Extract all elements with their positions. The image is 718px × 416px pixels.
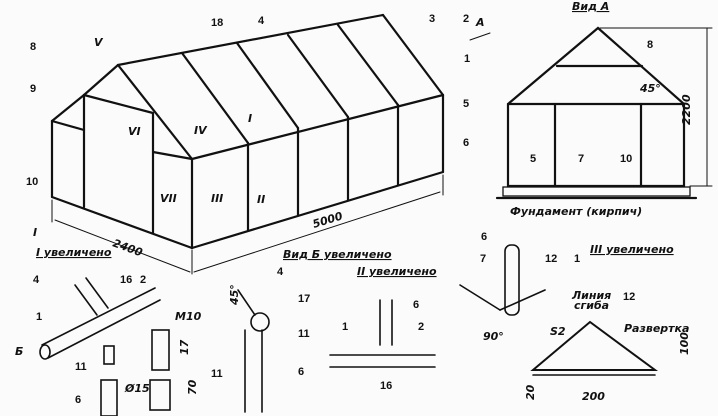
detail-i-16: 16 — [120, 274, 132, 286]
fold-line-label-1: Линия — [571, 289, 611, 302]
view-a-label-10: 10 — [620, 153, 632, 165]
detail-i-4: 4 — [33, 274, 40, 286]
label-8: 8 — [30, 41, 36, 53]
dim-70: 70 — [186, 379, 199, 395]
fold-line-label-2: сгиба — [574, 299, 609, 312]
label-I: I — [248, 112, 252, 125]
dim-m10: M10 — [175, 310, 202, 323]
label-10: 10 — [26, 176, 38, 188]
label-IV: IV — [194, 124, 208, 137]
view-a-dims — [599, 27, 713, 187]
detail-iii-12: 12 — [545, 253, 557, 265]
label-V: V — [94, 36, 104, 49]
dim-d15: Ø15 — [124, 382, 150, 395]
detail-ii-1: 1 — [342, 321, 348, 333]
detail-i-1: 1 — [36, 311, 42, 323]
view-a-label-7: 7 — [578, 153, 584, 165]
label-1: 1 — [464, 53, 470, 65]
detail-i-2: 2 — [140, 274, 146, 286]
view-a-angle: 45° — [639, 82, 661, 95]
view-a-label-5: 5 — [530, 153, 536, 165]
view-a-frame — [495, 26, 698, 200]
label-VII: VII — [160, 192, 177, 205]
part-12-label: 12 — [623, 291, 635, 303]
greenhouse-frame — [50, 13, 445, 250]
dim-20: 20 — [524, 384, 537, 400]
dimension-lines — [51, 32, 491, 275]
dim-17: 17 — [178, 339, 191, 355]
unfold-label: Развертка — [624, 322, 689, 335]
label-3: 3 — [429, 13, 435, 25]
label-18: 18 — [211, 17, 223, 29]
label-VI: VI — [128, 125, 141, 138]
view-a-label-8: 8 — [647, 39, 653, 51]
detail-iii-1: 1 — [574, 253, 580, 265]
arrow-b: Б — [15, 345, 23, 358]
detail-ii-2: 2 — [418, 321, 424, 333]
dim-200: 200 — [582, 390, 605, 403]
label-6: 6 — [463, 137, 469, 149]
detail-i-drawing — [39, 244, 659, 416]
view-b-17: 17 — [298, 293, 310, 305]
foundation-label: Фундамент (кирпич) — [510, 205, 642, 218]
view-a-height: 2200 — [680, 94, 693, 125]
arrow-A: A — [475, 16, 485, 29]
dim-5000: 5000 — [311, 209, 344, 230]
detail-i-11: 11 — [75, 361, 87, 373]
dim-2400: 2400 — [111, 237, 145, 260]
view-b-4: 4 — [277, 266, 284, 278]
label-5: 5 — [463, 98, 469, 110]
view-a-title: Вид А — [572, 0, 609, 13]
view-b-6: 6 — [298, 366, 304, 378]
label-4: 4 — [258, 15, 265, 27]
detail-ii-title: II увеличено — [357, 265, 437, 278]
view-b-title: Вид Б увеличено — [283, 248, 392, 261]
view-b-11: 11 — [298, 328, 310, 340]
label-I-bottom: I — [33, 226, 37, 239]
detail-ii-6: 6 — [413, 299, 419, 311]
detail-iii-6: 6 — [481, 231, 487, 243]
label-III: III — [211, 192, 223, 205]
detail-iii-angle: 90° — [483, 330, 504, 343]
view-b-angle: 45° — [228, 284, 241, 306]
detail-ii-16: 16 — [380, 380, 392, 392]
label-2: 2 — [463, 13, 469, 25]
detail-i-11b: 11 — [211, 368, 223, 380]
label-9: 9 — [30, 83, 36, 95]
thickness-label: S2 — [550, 325, 566, 338]
label-II: II — [257, 193, 265, 206]
detail-i-6: 6 — [75, 394, 81, 406]
detail-iii-title: III увеличено — [590, 243, 674, 256]
detail-i-title: I увеличено — [36, 246, 112, 259]
dim-100: 100 — [678, 332, 691, 355]
detail-iii-7: 7 — [480, 253, 486, 265]
